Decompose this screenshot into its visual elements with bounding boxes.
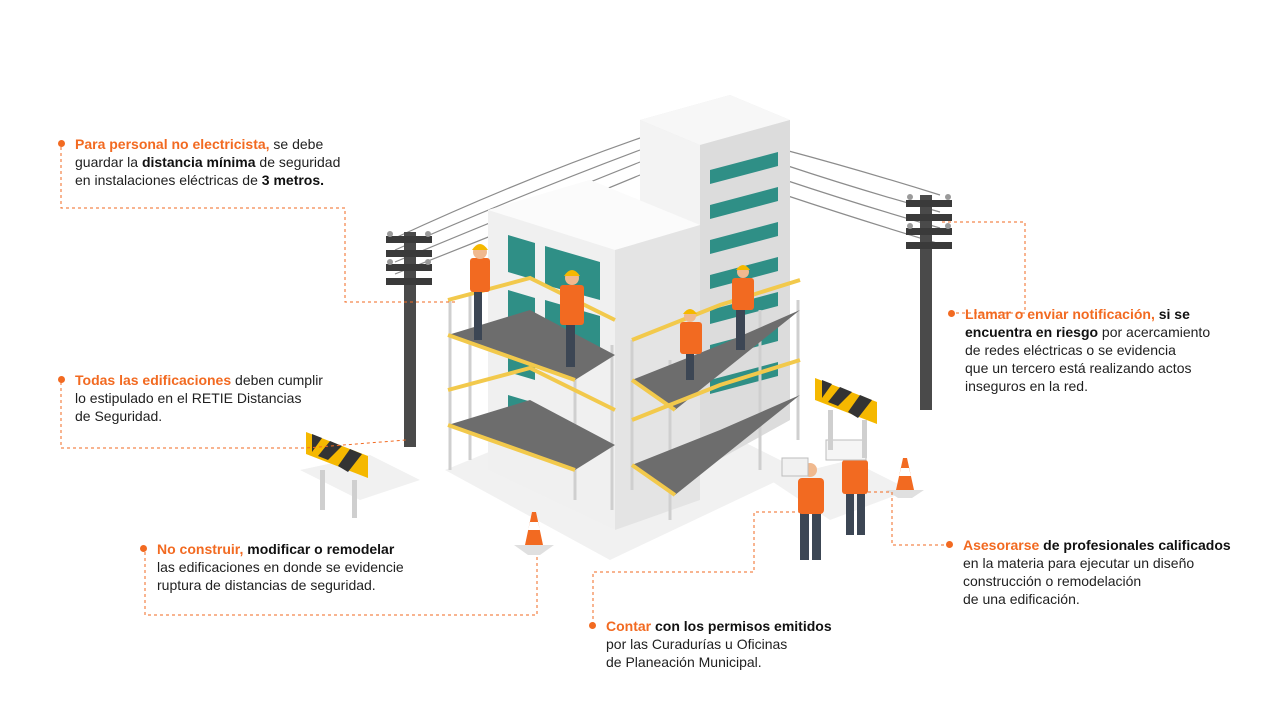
callout-personal-no-electricista: Para personal no electricista, se debe g… xyxy=(58,135,341,189)
bullet-dot xyxy=(58,376,65,383)
callout-bold: modificar o remodelar xyxy=(243,541,395,557)
callout-text: construcción o remodelación xyxy=(963,573,1142,589)
callout-text: de Seguridad. xyxy=(75,408,163,424)
callout-bold: distancia mínima xyxy=(141,154,256,170)
traffic-cone-left xyxy=(514,512,554,555)
callout-text: en instalaciones eléctricas de xyxy=(75,172,262,188)
callout-bold: con los permisos emitidos xyxy=(651,618,832,634)
worker-4 xyxy=(732,265,754,350)
callout-text: por las Curadurías u Oficinas xyxy=(606,636,788,652)
callout-text: de seguridad xyxy=(255,154,341,170)
callout-text: de redes eléctricas o se evidencia xyxy=(965,342,1176,358)
callout-highlight: Llamar o enviar notificación, xyxy=(965,306,1155,322)
callout-bold: encuentra en riesgo xyxy=(965,324,1099,340)
worker-2 xyxy=(560,270,584,367)
callout-todas-edificaciones: Todas las edificaciones deben cumplir lo… xyxy=(58,371,323,425)
bullet-dot xyxy=(140,545,147,552)
scaffold-right xyxy=(630,278,801,520)
callout-highlight: No construir, xyxy=(157,541,244,557)
worker-1 xyxy=(470,244,490,340)
callout-text: que un tercero está realizando actos xyxy=(965,360,1192,376)
callout-text: guardar la xyxy=(75,154,142,170)
callout-bold: si se xyxy=(1154,306,1190,322)
callout-no-construir: No construir, modificar o remodelar las … xyxy=(140,540,404,594)
callout-text: por acercamiento xyxy=(1098,324,1211,340)
callout-bold: de profesionales calificados xyxy=(1039,537,1231,553)
worker-3 xyxy=(680,309,702,380)
bullet-dot xyxy=(948,310,955,317)
callout-text: ruptura de distancias de seguridad. xyxy=(157,577,376,593)
barrier-right xyxy=(815,378,877,458)
callout-text: deben cumplir xyxy=(231,372,323,388)
callout-highlight: Asesorarse xyxy=(963,537,1040,553)
callout-text: lo estipulado en el RETIE Distancias xyxy=(75,390,302,406)
bullet-dot xyxy=(58,140,65,147)
callout-contar-permisos: Contar con los permisos emitidos por las… xyxy=(589,617,832,671)
callout-text: de Planeación Municipal. xyxy=(606,654,762,670)
leader-lines xyxy=(60,147,1026,625)
callout-text: en la materia para ejecutar un diseño xyxy=(963,555,1195,571)
utility-pole-left xyxy=(386,231,432,447)
callout-highlight: Todas las edificaciones xyxy=(75,372,232,388)
callout-asesorarse: Asesorarse de profesionales calificados … xyxy=(946,536,1231,608)
callout-text: inseguros en la red. xyxy=(965,378,1088,394)
worker-5-blueprint xyxy=(781,457,824,560)
traffic-cone-right xyxy=(886,458,924,498)
worker-6-blueprint xyxy=(825,439,868,535)
callout-bold: 3 metros. xyxy=(261,172,325,188)
utility-pole-right xyxy=(906,194,952,410)
callout-text: las edificaciones en donde se evidencie xyxy=(157,559,404,575)
bullet-dot xyxy=(589,622,596,629)
callout-highlight: Para personal no electricista, xyxy=(75,136,270,152)
callout-llamar-notificacion: Llamar o enviar notificación, si se encu… xyxy=(948,305,1211,395)
callout-highlight: Contar xyxy=(606,618,652,634)
callout-text: de una edificación. xyxy=(963,591,1080,607)
bullet-dot xyxy=(946,541,953,548)
callout-text: se debe xyxy=(269,136,324,152)
